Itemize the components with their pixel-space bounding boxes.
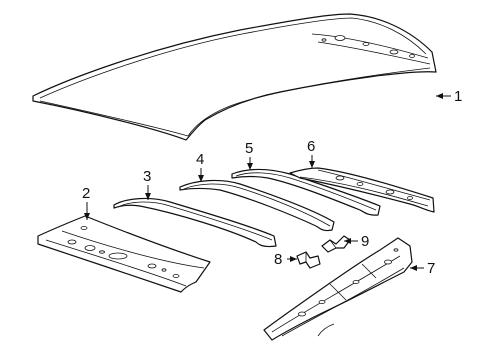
- callout-4: 4: [196, 151, 204, 168]
- roof-bow-5: [231, 168, 381, 216]
- side-rail-reinforcement: [263, 237, 413, 341]
- callout-3: 3: [143, 168, 151, 185]
- callout-8: 8: [274, 251, 282, 268]
- front-header-panel: [37, 215, 211, 293]
- rear-roof-rail: [289, 167, 435, 213]
- bracket-8: [296, 251, 321, 269]
- callout-1: 1: [454, 88, 462, 105]
- roof-bow-3: [113, 197, 277, 248]
- callout-labels: 1 2 3 4 5 6 7 8 9: [82, 88, 462, 277]
- callout-2: 2: [82, 185, 90, 202]
- leader-lines: [84, 93, 451, 271]
- callout-9: 9: [361, 233, 369, 250]
- callout-7: 7: [427, 260, 435, 277]
- roof-bow-4: [179, 179, 335, 232]
- callout-6: 6: [307, 138, 315, 155]
- roof-panel: [32, 13, 437, 141]
- bracket-9: [321, 235, 351, 253]
- callout-5: 5: [245, 140, 253, 157]
